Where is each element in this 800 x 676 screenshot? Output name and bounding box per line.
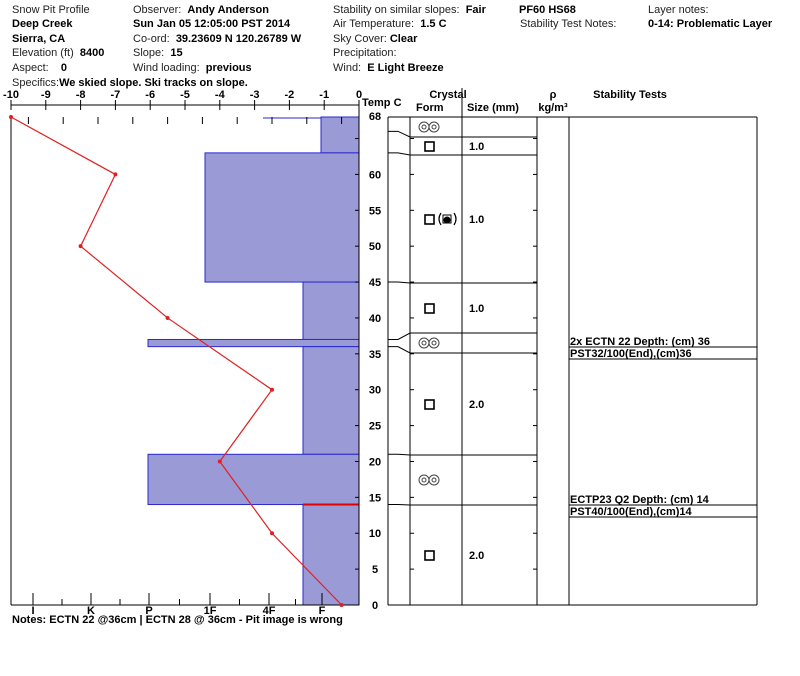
layer-boundary: [388, 152, 537, 156]
temp-tick-label: -8: [76, 89, 86, 101]
temp-tick-label: 0: [356, 89, 362, 101]
depth-tick-label: 5: [372, 564, 378, 576]
observer: Observer: Andy Anderson: [133, 4, 269, 16]
hardness-tick-label: I: [31, 605, 34, 617]
sky-cover: Sky Cover: Clear: [333, 33, 418, 45]
location: Deep Creek: [12, 18, 73, 30]
hardness-bar: [147, 338, 360, 348]
crystal-size: 1.0: [469, 141, 484, 153]
temperature-point: [113, 172, 118, 177]
aspect: Aspect: 0: [12, 62, 68, 74]
temp-tick-label: -10: [3, 89, 19, 101]
region: Sierra, CA: [12, 33, 66, 45]
hardness-bar: [302, 281, 360, 340]
layer-boundary: [388, 346, 537, 354]
depth-tick-label: 50: [369, 241, 381, 253]
stability-test-notes-label: Stability Test Notes:: [520, 18, 617, 30]
hardness-bar: [320, 116, 360, 154]
hardness-tick-label: F: [319, 605, 326, 617]
depth-tick-label: 15: [369, 492, 381, 504]
temp-tick-label: -3: [250, 89, 260, 101]
facets-crystal-icon: [424, 303, 435, 314]
slope: Slope: 15: [133, 47, 183, 59]
temp-tick-label: -5: [180, 89, 190, 101]
form-header: Form: [416, 102, 444, 114]
stability-test-result: 2x ECTN 22 Depth: (cm) 36: [570, 336, 710, 348]
depth-tick-label: 0: [372, 600, 378, 612]
depth-tick-label: 30: [369, 385, 381, 397]
pf-hs: PF60 HS68: [519, 4, 576, 16]
hardness-bar: [147, 453, 360, 506]
temp-tick-label: -6: [145, 89, 155, 101]
temperature-point: [9, 115, 13, 119]
stability-header: Stability Tests: [593, 89, 667, 101]
depth-tick-label: 35: [369, 349, 381, 361]
elevation: Elevation (ft) 8400: [12, 47, 105, 59]
crystal-size: 2.0: [469, 550, 484, 562]
layer-notes: 0-14: Problematic Layer: [648, 18, 773, 30]
hardness-tick-label: 1F: [204, 605, 217, 617]
temp-tick-label: -4: [215, 89, 226, 101]
depth-tick-label: 25: [369, 421, 381, 433]
pit-notes: Notes: ECTN 22 @36cm | ECTN 28 @ 36cm - …: [12, 614, 343, 626]
rounds-crystal-icon: [418, 474, 440, 486]
hardness-tick-label: 4F: [263, 605, 276, 617]
datetime: Sun Jan 05 12:05:00 PST 2014: [133, 18, 291, 30]
temperature-point: [78, 244, 83, 249]
temp-tick-label: -2: [285, 89, 295, 101]
temp-axis-label: Temp C: [362, 97, 402, 109]
temp-tick-label: -9: [41, 89, 51, 101]
facets-crystal-icon: [424, 141, 435, 152]
air-temperature: Air Temperature: 1.5 C: [333, 18, 447, 30]
depth-tick-label: 60: [369, 169, 381, 181]
size-header: Size (mm): [467, 102, 519, 114]
precipitation: Precipitation:: [333, 47, 397, 59]
temperature-line: [10, 116, 343, 606]
layer-boundary: [388, 453, 537, 456]
specifics: Specifics:We skied slope. Ski tracks on …: [12, 77, 248, 89]
profile-title: Snow Pit Profile: [12, 4, 90, 16]
depth-tick-label: 55: [369, 205, 381, 217]
rounds-crystal-icon: [418, 121, 440, 133]
crystal-size: 1.0: [469, 303, 484, 315]
facets-crystal-icon: [424, 550, 435, 561]
temperature-point: [270, 387, 274, 392]
temp-tick-label: -7: [111, 89, 121, 101]
stability-test-result: PST40/100(End),(cm)14: [570, 506, 693, 518]
crystal-header: Crystal: [429, 89, 466, 101]
layer-boundary: [388, 332, 537, 340]
layer-notes-label: Layer notes:: [648, 4, 709, 16]
hardness-bar: [302, 504, 360, 606]
rounds-crystal-icon: [418, 337, 440, 349]
temperature-point: [217, 459, 222, 464]
temp-tick-label: -1: [319, 89, 329, 101]
hardness-bar: [302, 346, 360, 455]
crystal-size: 2.0: [469, 399, 484, 411]
crystal-size: 1.0: [469, 214, 484, 226]
hardness-tick-label: K: [87, 605, 95, 617]
depth-tick-label: 68: [369, 111, 381, 123]
hardness-bar: [204, 152, 360, 283]
temperature-point: [165, 315, 170, 320]
density-header: ρ: [550, 89, 557, 101]
wind: Wind: E Light Breeze: [333, 62, 444, 74]
temperature-point: [339, 603, 344, 607]
stability-test-result: PST32/100(End),(cm)36: [570, 348, 692, 360]
facets-crystal-icon: [424, 399, 435, 410]
depth-tick-label: 45: [369, 277, 381, 289]
facets-rounding-crystal-icon: [424, 212, 457, 226]
layer-boundary: [388, 130, 537, 138]
depth-tick-label: 10: [369, 528, 381, 540]
stability-test-result: ECTP23 Q2 Depth: (cm) 14: [570, 494, 710, 506]
wind-loading: Wind loading: previous: [133, 62, 252, 74]
depth-tick-label: 40: [369, 313, 381, 325]
hardness-tick-label: P: [145, 605, 152, 617]
density-unit: kg/m³: [538, 102, 568, 114]
depth-tick-label: 20: [369, 456, 381, 468]
temperature-point: [270, 531, 274, 536]
stability-similar-slopes: Stability on similar slopes: Fair: [333, 4, 486, 16]
coordinates: Co-ord: 39.23609 N 120.26789 W: [133, 33, 302, 45]
layer-boundary: [388, 281, 537, 284]
